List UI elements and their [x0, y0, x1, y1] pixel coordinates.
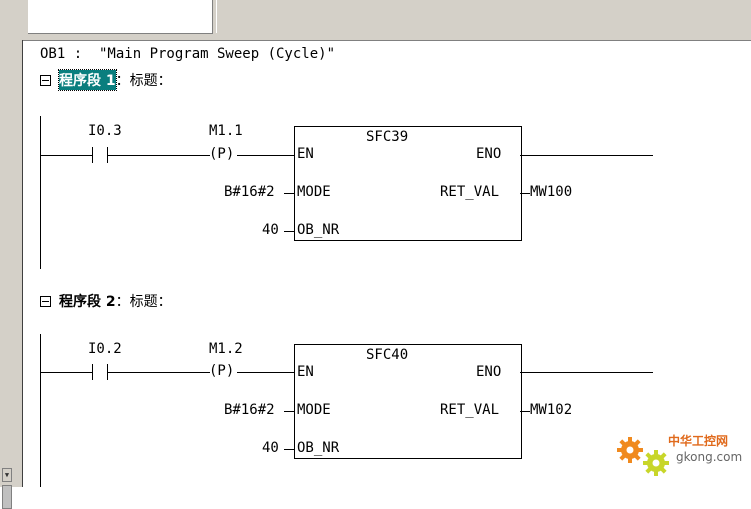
block-name[interactable]: SFC39: [366, 129, 409, 145]
block-title: OB1 : "Main Program Sweep (Cycle)": [40, 46, 336, 62]
contact-left-bar: [92, 364, 93, 380]
rung-wire: [40, 372, 92, 373]
pin-eno: ENO: [476, 364, 502, 380]
rung-wire-out: [520, 155, 653, 156]
watermark-url: gkong.com: [676, 450, 743, 464]
scroll-down-arrow-icon[interactable]: ▼: [2, 468, 12, 482]
param-wire: [284, 411, 294, 412]
scroll-thumb[interactable]: [2, 485, 12, 509]
network-2-label[interactable]: 程序段 2: [59, 294, 116, 310]
ob-nr-parameter[interactable]: 40: [262, 440, 279, 456]
editor-gutter: [12, 40, 23, 487]
contact-address[interactable]: I0.2: [88, 341, 122, 357]
rung-wire: [108, 155, 210, 156]
gear-icon: [617, 437, 669, 476]
top-left-pane[interactable]: [28, 0, 213, 34]
pin-ret-val: RET_VAL: [440, 402, 500, 418]
pin-ret-val: RET_VAL: [440, 184, 500, 200]
collapse-toggle-icon[interactable]: [40, 74, 51, 86]
pane-splitter[interactable]: [0, 37, 751, 41]
param-wire: [520, 193, 530, 194]
pin-ob-nr: OB_NR: [297, 222, 340, 238]
network-2-header[interactable]: 程序段 2 ：标题：: [40, 291, 172, 311]
network-1-title-label: ：标题：: [115, 73, 172, 89]
mode-parameter[interactable]: B#16#2: [224, 402, 275, 418]
ret-val-output[interactable]: MW100: [530, 184, 573, 200]
param-wire: [520, 411, 530, 412]
mode-parameter[interactable]: B#16#2: [224, 184, 275, 200]
pin-mode: MODE: [297, 402, 331, 418]
pin-ob-nr: OB_NR: [297, 440, 340, 456]
top-right-pane: [216, 0, 751, 33]
network-2-title-label: ：标题：: [115, 294, 172, 310]
contact-left-bar: [92, 147, 93, 163]
network-1-power-rail: [40, 116, 41, 269]
edge-address[interactable]: M1.2: [209, 341, 243, 357]
param-wire: [284, 231, 294, 232]
network-1-label[interactable]: 程序段 1: [58, 69, 117, 91]
param-wire: [284, 449, 294, 450]
watermark: 中华工控网 gkong.com: [612, 430, 746, 480]
contact-right-bar: [107, 364, 108, 380]
contact-address[interactable]: I0.3: [88, 123, 122, 139]
pin-en: EN: [297, 364, 314, 380]
param-wire: [284, 193, 294, 194]
watermark-text: 中华工控网: [668, 434, 729, 448]
contact-right-bar: [107, 147, 108, 163]
block-name[interactable]: SFC40: [366, 347, 409, 363]
network-1-header[interactable]: 程序段 1 ：标题：: [40, 69, 172, 91]
collapse-toggle-icon[interactable]: [40, 295, 51, 307]
sfc-block-2[interactable]: [294, 344, 522, 459]
edge-address[interactable]: M1.1: [209, 123, 243, 139]
pin-mode: MODE: [297, 184, 331, 200]
rung-wire: [237, 372, 294, 373]
rung-wire: [40, 155, 92, 156]
ret-val-output[interactable]: MW102: [530, 402, 573, 418]
positive-edge-coil[interactable]: (P): [209, 363, 235, 379]
ob-nr-parameter[interactable]: 40: [262, 222, 279, 238]
rung-wire-out: [520, 372, 653, 373]
pin-en: EN: [297, 146, 314, 162]
rung-wire: [108, 372, 210, 373]
rung-wire: [237, 155, 294, 156]
positive-edge-coil[interactable]: (P): [209, 146, 235, 162]
network-2-power-rail: [40, 334, 41, 487]
pin-eno: ENO: [476, 146, 502, 162]
sfc-block-1[interactable]: [294, 126, 522, 241]
